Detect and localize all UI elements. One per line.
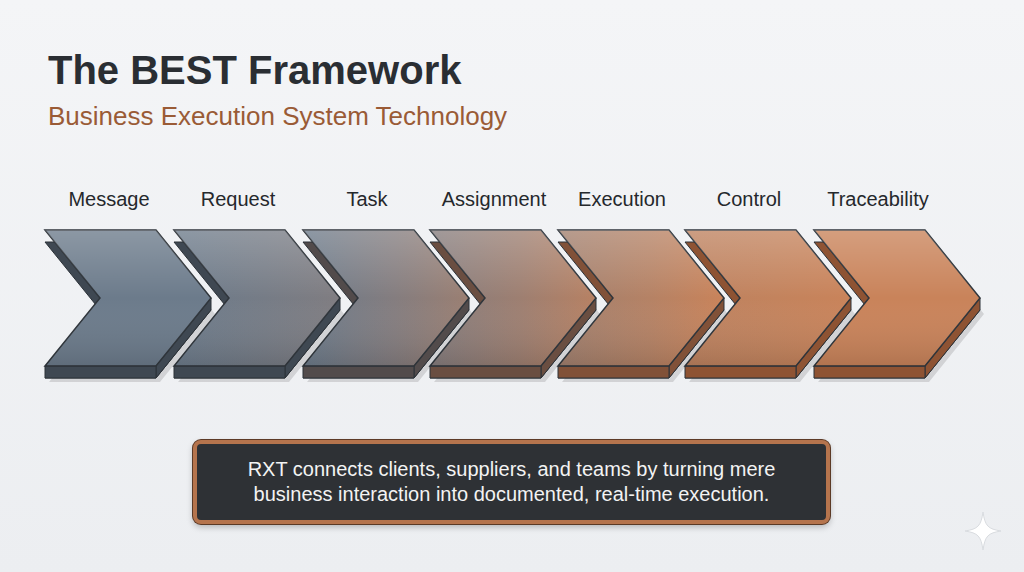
chevron-side xyxy=(174,366,285,378)
chevron-side xyxy=(685,366,796,378)
chevron-side xyxy=(558,366,669,378)
subtitle-text: Business Execution System Technology xyxy=(48,101,507,132)
chevron-side xyxy=(303,366,414,378)
chevron-step: Assignment xyxy=(430,186,558,396)
chevron-step: Execution xyxy=(558,186,686,396)
step-label: Traceability xyxy=(814,186,942,212)
chevron-step: Request xyxy=(174,186,302,396)
chevron-step: Message xyxy=(45,186,173,396)
chevron-step: Task xyxy=(303,186,431,396)
chevron-step: Control xyxy=(685,186,813,396)
step-label: Control xyxy=(685,186,813,212)
step-label: Execution xyxy=(558,186,686,212)
step-label: Message xyxy=(45,186,173,212)
chevron-side xyxy=(814,366,925,378)
step-label: Assignment xyxy=(430,186,558,212)
chevron-highlight xyxy=(814,230,980,366)
step-label: Task xyxy=(303,186,431,212)
sparkle-mark xyxy=(965,512,1001,550)
chevron-face xyxy=(814,230,980,366)
summary-text: RXT connects clients, suppliers, and tea… xyxy=(215,457,808,507)
chevron-step: Traceability xyxy=(814,186,942,396)
diagram-title: The BEST Framework xyxy=(48,48,461,93)
step-label: Request xyxy=(174,186,302,212)
summary-box: RXT connects clients, suppliers, and tea… xyxy=(193,440,830,524)
chevron-side xyxy=(45,366,156,378)
chevron-shape xyxy=(814,230,990,388)
chevron-side xyxy=(430,366,541,378)
